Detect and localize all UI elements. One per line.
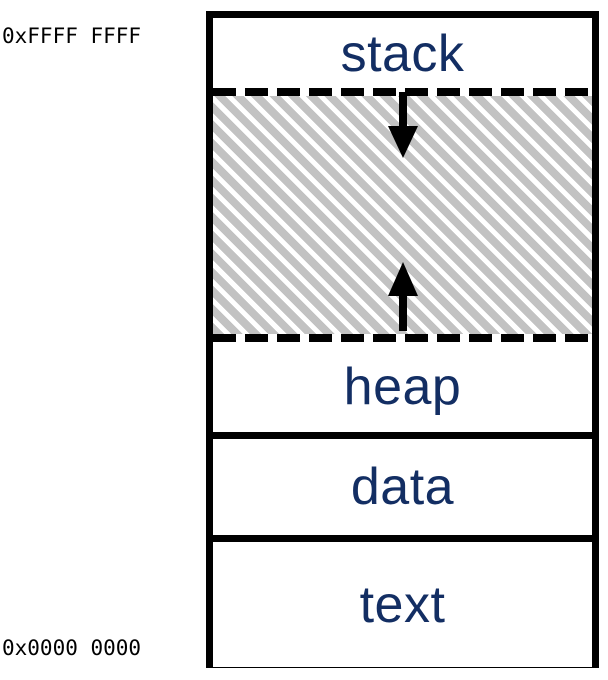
- address-label-high: 0xFFFF FFFF: [2, 24, 142, 48]
- heap-grow-up-arrow-icon: [386, 260, 420, 338]
- segment-stack: stack: [213, 18, 592, 88]
- segment-data: data: [213, 439, 592, 542]
- segment-free-hatched: [213, 92, 592, 334]
- memory-column: stack heap data text: [206, 11, 599, 668]
- segment-data-label: data: [350, 458, 455, 516]
- segment-text: text: [213, 542, 592, 667]
- free-heap-boundary: [213, 334, 592, 342]
- stack-grow-down-arrow-icon: [386, 92, 420, 165]
- segment-heap: heap: [213, 342, 592, 439]
- address-label-low: 0x0000 0000: [2, 636, 142, 660]
- segment-stack-label: stack: [340, 25, 465, 84]
- segment-text-label: text: [359, 575, 446, 634]
- segment-heap-label: heap: [343, 358, 462, 416]
